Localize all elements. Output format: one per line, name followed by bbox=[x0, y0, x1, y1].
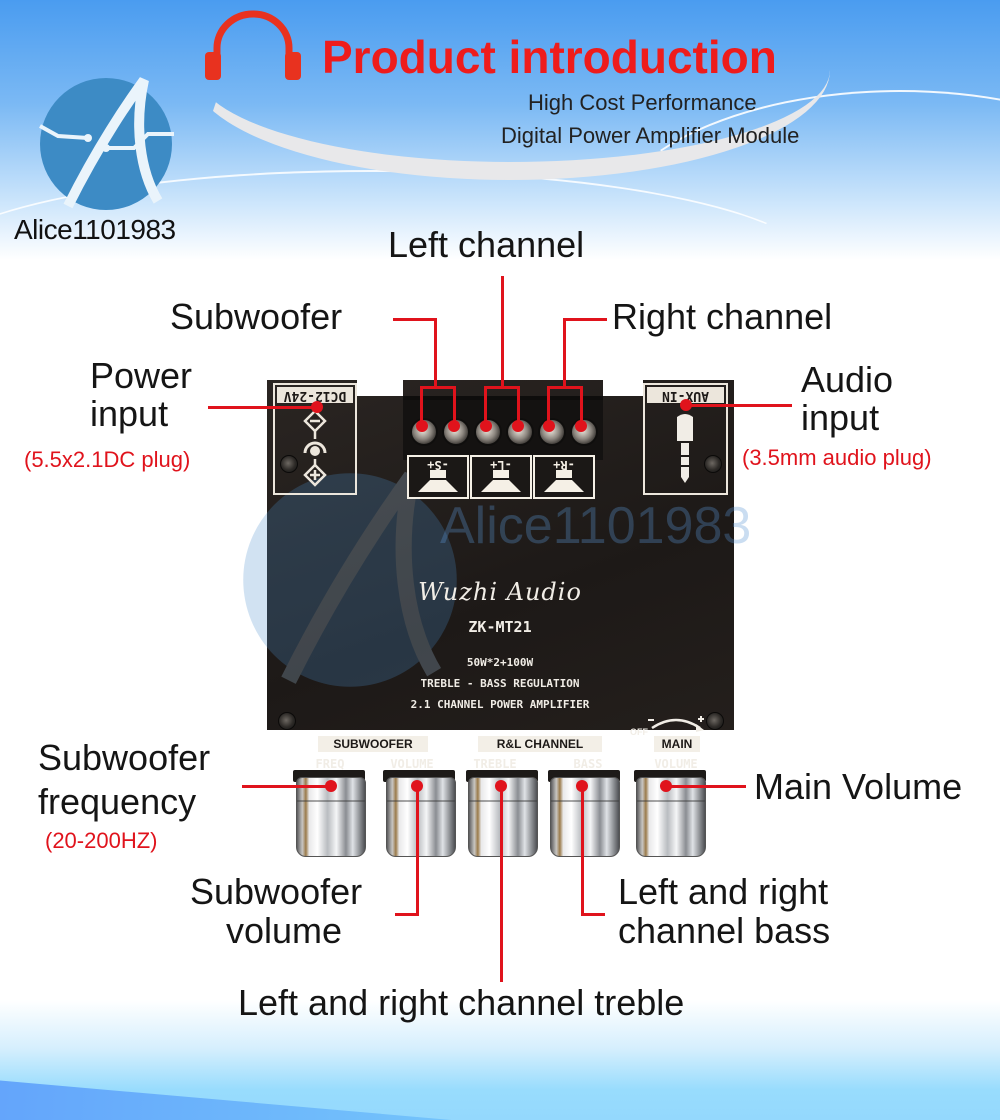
callout-line bbox=[420, 386, 456, 389]
page-title: Product introduction bbox=[322, 31, 777, 83]
callout-line bbox=[484, 386, 520, 389]
callout-line bbox=[500, 786, 503, 982]
speaker-icon bbox=[418, 470, 458, 492]
spec-regulation: TREBLE - BASS REGULATION bbox=[420, 677, 580, 690]
callout-line bbox=[666, 785, 746, 788]
speaker-icon bbox=[481, 470, 521, 492]
label-lr-treble: Left and right channel treble bbox=[238, 982, 685, 1023]
callout-dot bbox=[575, 420, 587, 432]
screw-icon bbox=[278, 712, 296, 730]
callout-line bbox=[434, 318, 437, 388]
callout-line bbox=[517, 386, 520, 422]
callout-line bbox=[420, 386, 423, 422]
callout-line bbox=[416, 786, 419, 916]
screw-icon bbox=[280, 455, 298, 473]
label-lr-bass-line1: Left and right bbox=[618, 871, 829, 912]
callout-dot bbox=[480, 420, 492, 432]
headphones-icon bbox=[205, 10, 301, 80]
knob-label-bass: BASS bbox=[573, 757, 603, 771]
callout-line bbox=[484, 386, 487, 422]
callout-line bbox=[208, 406, 318, 409]
label-sub-volume-line1: Subwoofer bbox=[190, 871, 363, 912]
callout-line bbox=[580, 386, 583, 422]
label-subwoofer: Subwoofer bbox=[170, 296, 343, 337]
callout-line bbox=[393, 318, 437, 321]
power-jack-panel: DC12-24V bbox=[273, 383, 357, 495]
knob-label-main-volume: VOLUME bbox=[654, 757, 698, 771]
callout-dot bbox=[416, 420, 428, 432]
callout-line bbox=[453, 386, 456, 422]
callout-line bbox=[563, 318, 566, 388]
volume-arrow-icon bbox=[648, 716, 704, 732]
label-power-input-note: (5.5x2.1DC plug) bbox=[24, 447, 191, 472]
label-right-channel: Right channel bbox=[612, 296, 833, 337]
label-lr-bass-line2: channel bass bbox=[618, 910, 831, 951]
label-audio-input-line2: input bbox=[801, 397, 880, 438]
aux-input-panel: AUX-IN bbox=[643, 383, 728, 495]
screw-icon bbox=[706, 712, 724, 730]
speaker-icon bbox=[544, 470, 584, 492]
callout-dot bbox=[543, 420, 555, 432]
label-power-input-line1: Power bbox=[90, 355, 193, 396]
callout-dot bbox=[325, 780, 337, 792]
callout-line bbox=[547, 386, 550, 422]
label-sub-frequency-line2: frequency bbox=[38, 781, 197, 822]
label-sub-volume-line2: volume bbox=[226, 910, 343, 951]
group-label-subwoofer: SUBWOOFER bbox=[318, 736, 428, 752]
callout-line bbox=[563, 318, 607, 321]
audio-jack-icon bbox=[677, 414, 693, 483]
group-label-main: MAIN bbox=[654, 736, 700, 752]
spec-channel: 2.1 CHANNEL POWER AMPLIFIER bbox=[410, 698, 590, 711]
group-label-rl-channel: R&L CHANNEL bbox=[478, 736, 602, 752]
label-power-input-line2: input bbox=[90, 393, 169, 434]
terminal-label-subwoofer: -S+ bbox=[407, 455, 469, 499]
callout-line bbox=[395, 913, 419, 916]
callout-dot bbox=[448, 420, 460, 432]
callout-line bbox=[581, 913, 605, 916]
main-volume-knob[interactable] bbox=[636, 777, 706, 857]
callout-line bbox=[501, 276, 504, 388]
label-left-channel: Left channel bbox=[388, 224, 585, 265]
terminal-screw-right-neg[interactable] bbox=[538, 418, 566, 446]
callout-line bbox=[242, 785, 332, 788]
label-audio-input-note: (3.5mm audio plug) bbox=[742, 445, 932, 470]
subtitle-line-2: Digital Power Amplifier Module bbox=[501, 123, 800, 148]
brand-name: Wuzhi Audio bbox=[418, 578, 582, 606]
model-number: ZK-MT21 bbox=[468, 618, 532, 636]
terminal-label-left: -L+ bbox=[470, 455, 532, 499]
knob-label-treble: TREBLE bbox=[473, 757, 517, 771]
screw-icon bbox=[704, 455, 722, 473]
subtitle-line-1: High Cost Performance bbox=[528, 90, 757, 115]
label-sub-frequency-note: (20-200HZ) bbox=[45, 828, 158, 853]
callout-dot bbox=[512, 420, 524, 432]
callout-dot bbox=[311, 401, 323, 413]
board-notch bbox=[603, 380, 643, 396]
board-notch bbox=[357, 380, 403, 396]
watermark-text: Alice1101983 bbox=[440, 497, 752, 555]
circle-a-logo-icon bbox=[39, 77, 174, 210]
knob-label-sub-volume: VOLUME bbox=[390, 757, 434, 771]
callout-line bbox=[547, 386, 583, 389]
label-main-volume: Main Volume bbox=[754, 766, 963, 807]
main-off-label: OFF bbox=[630, 727, 648, 737]
callout-dot bbox=[680, 399, 692, 411]
terminal-label-right: -R+ bbox=[533, 455, 595, 499]
knob-label-freq: FREQ bbox=[315, 757, 345, 771]
label-sub-frequency-line1: Subwoofer bbox=[38, 737, 211, 778]
callout-line bbox=[581, 786, 584, 916]
spec-power: 50W*2+100W bbox=[466, 656, 534, 669]
callout-line bbox=[686, 404, 792, 407]
dc-polarity-icon bbox=[303, 409, 327, 487]
label-audio-input-line1: Audio bbox=[801, 359, 894, 400]
logo-text: Alice1101983 bbox=[14, 214, 176, 245]
